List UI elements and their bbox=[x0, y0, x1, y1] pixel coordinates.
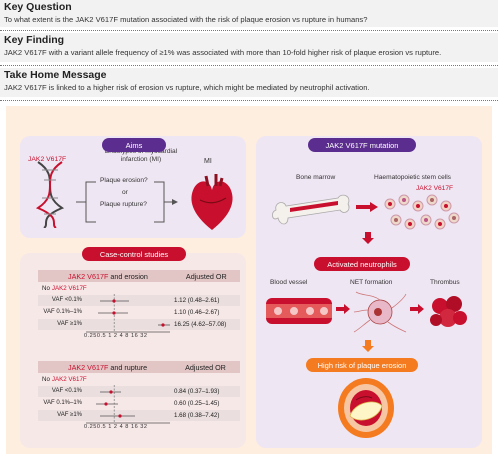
table-row bbox=[38, 386, 240, 397]
aims-pill: Aims bbox=[102, 138, 166, 152]
stem-cells-icon bbox=[384, 194, 460, 230]
or-ci-value: 1.68 (0.38–7.42) bbox=[174, 412, 220, 419]
rupture-forest-plot bbox=[86, 385, 170, 424]
activated-neutrophils-pill: Activated neutrophils bbox=[314, 257, 410, 271]
blood-vessel-icon bbox=[266, 298, 332, 324]
rupture-header-gene: JAK2 V617F bbox=[68, 362, 109, 372]
or-label: or bbox=[122, 189, 128, 196]
key-question-text: To what extent is the JAK2 V617F mutatio… bbox=[4, 15, 368, 24]
erosion-forest-plot bbox=[86, 294, 170, 333]
key-finding-box: Key Finding JAK2 V617F with a variant al… bbox=[0, 33, 498, 62]
case-control-pill: Case-control studies bbox=[82, 247, 186, 261]
heart-icon bbox=[191, 174, 233, 230]
bone-marrow-label: Bone marrow bbox=[296, 174, 336, 181]
take-home-heading: Take Home Message bbox=[4, 69, 107, 81]
key-finding-text: JAK2 V617F with a variant allele frequen… bbox=[4, 48, 442, 57]
erosion-question: Plaque erosion? bbox=[100, 177, 148, 184]
arrow-right-icon bbox=[336, 304, 350, 314]
arrow-down-icon bbox=[362, 232, 374, 244]
erosion-axis-ticks: 0.250.5 1 2 4 8 16 32 bbox=[84, 333, 148, 339]
rupture-axis-ticks: 0.250.5 1 2 4 8 16 32 bbox=[84, 424, 148, 430]
divider bbox=[0, 30, 498, 31]
mechanism-pill: JAK2 V617F mutation bbox=[308, 138, 416, 152]
key-finding-heading: Key Finding bbox=[4, 34, 65, 46]
divider bbox=[0, 100, 498, 101]
bone-icon bbox=[272, 194, 350, 225]
erosion-reference-row: No JAK2 V617F bbox=[38, 283, 240, 294]
no-gene-label: JAK2 V617F bbox=[51, 376, 87, 383]
vaf-label: VAF 0.1%–1% bbox=[43, 400, 82, 406]
divider bbox=[0, 65, 498, 66]
risk-pill: High risk of plaque erosion bbox=[306, 358, 418, 372]
plaque-erosion-icon bbox=[338, 378, 394, 438]
no-label: No bbox=[42, 285, 50, 292]
no-label: No bbox=[42, 376, 50, 383]
table-row bbox=[38, 295, 240, 306]
net-formation-icon bbox=[353, 291, 407, 333]
vaf-label: VAF ≥1% bbox=[57, 321, 82, 327]
mi-label: MI bbox=[204, 158, 212, 165]
erosion-table-header: JAK2 V617F and erosion Adjusted OR bbox=[38, 270, 240, 282]
arrow-down-icon bbox=[362, 340, 374, 352]
hsc-label: Haematopoietic stem cells bbox=[374, 174, 451, 181]
or-ci-value: 16.25 (4.62–57.08) bbox=[174, 321, 227, 328]
or-ci-value: 1.10 (0.46–2.67) bbox=[174, 309, 220, 316]
aims-gene-label: JAK2 V617F bbox=[28, 156, 67, 163]
thrombus-label: Thrombus bbox=[430, 279, 460, 286]
take-home-box: Take Home Message JAK2 V617F is linked t… bbox=[0, 68, 498, 97]
hsc-gene-label: JAK2 V617F bbox=[416, 185, 454, 192]
branch-arrows bbox=[76, 181, 178, 223]
table-row bbox=[38, 410, 240, 421]
erosion-header-rest: and erosion bbox=[108, 271, 148, 281]
or-ci-value: 0.60 (0.25–1.45) bbox=[174, 400, 220, 407]
arrow-right-icon bbox=[356, 202, 378, 212]
arrow-right-icon bbox=[410, 304, 424, 314]
rupture-header-or: Adjusted OR bbox=[185, 362, 226, 372]
aims-panel: JAK2 V617F Endotypes of myocardial infar… bbox=[20, 136, 246, 238]
or-ci-value: 0.84 (0.37–1.93) bbox=[174, 388, 220, 395]
vaf-label: VAF <0.1% bbox=[51, 297, 82, 303]
key-question-heading: Key Question bbox=[4, 1, 72, 13]
thrombus-icon bbox=[430, 296, 467, 327]
rupture-header-rest: and rupture bbox=[108, 362, 148, 372]
net-formation-label: NET formation bbox=[350, 279, 393, 286]
no-gene-label: JAK2 V617F bbox=[51, 285, 87, 292]
vaf-label: VAF 0.1%–1% bbox=[43, 309, 82, 315]
graphical-abstract: JAK2 V617F Endotypes of myocardial infar… bbox=[6, 106, 492, 454]
blood-vessel-label: Blood vessel bbox=[270, 279, 308, 286]
key-question-box: Key Question To what extent is the JAK2 … bbox=[0, 0, 498, 27]
or-ci-value: 1.12 (0.48–2.61) bbox=[174, 297, 220, 304]
rupture-table-header: JAK2 V617F and rupture Adjusted OR bbox=[38, 361, 240, 373]
dna-icon bbox=[35, 161, 65, 228]
rupture-reference-row: No JAK2 V617F bbox=[38, 374, 240, 385]
vaf-label: VAF ≥1% bbox=[57, 412, 82, 418]
table-row bbox=[38, 319, 240, 330]
rupture-question: Plaque rupture? bbox=[100, 201, 147, 208]
erosion-header-or: Adjusted OR bbox=[185, 271, 227, 281]
vaf-label: VAF <0.1% bbox=[51, 388, 82, 394]
take-home-text: JAK2 V617F is linked to a higher risk of… bbox=[4, 83, 370, 92]
erosion-header-gene: JAK2 V617F bbox=[68, 271, 109, 281]
